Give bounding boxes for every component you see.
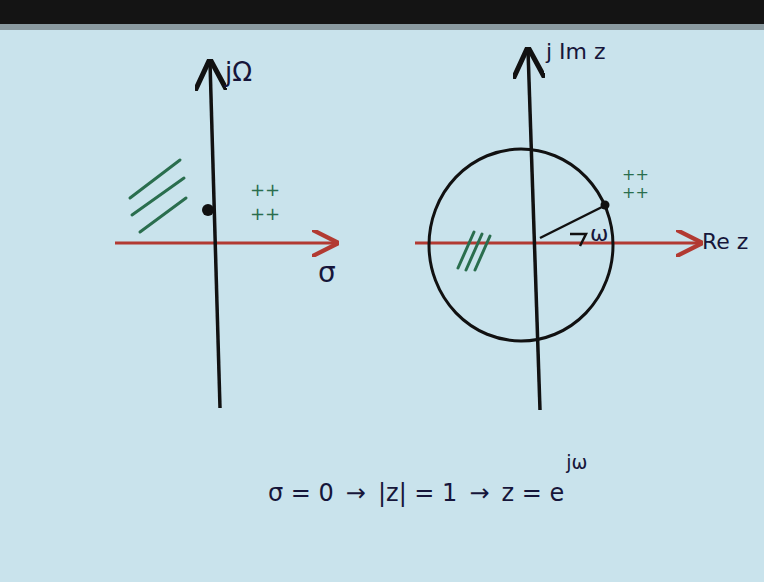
equation-part: |z| = 1 (378, 480, 457, 506)
hatch-marks (130, 160, 186, 232)
axis-label: Re z (702, 230, 748, 254)
axis-point (202, 204, 214, 216)
equation-arrow: → (469, 480, 489, 506)
equation-part: σ = 0 (268, 480, 334, 506)
top-band (0, 0, 764, 24)
sigma-axis (115, 242, 336, 245)
region-mark: ++ (622, 184, 649, 202)
jomega-axis (210, 62, 220, 408)
circle-point (601, 201, 610, 210)
exponent: jω (566, 452, 587, 473)
axis-label: σ (318, 258, 336, 289)
angle-label: ω (590, 222, 608, 246)
region-mark: ++ (622, 166, 649, 184)
axis-label: j Im z (546, 40, 606, 64)
board-edge (0, 24, 764, 30)
equation-arrow: → (346, 480, 366, 506)
region-mark: ++ (250, 204, 280, 224)
imag-axis (528, 50, 540, 410)
real-axis (415, 242, 700, 245)
unit-circle (429, 149, 613, 341)
equation-part: z = e (501, 480, 564, 506)
hatch-marks (458, 232, 490, 270)
angle-mark (570, 234, 586, 246)
region-mark: ++ (250, 180, 280, 200)
axis-label: jΩ (225, 58, 252, 87)
